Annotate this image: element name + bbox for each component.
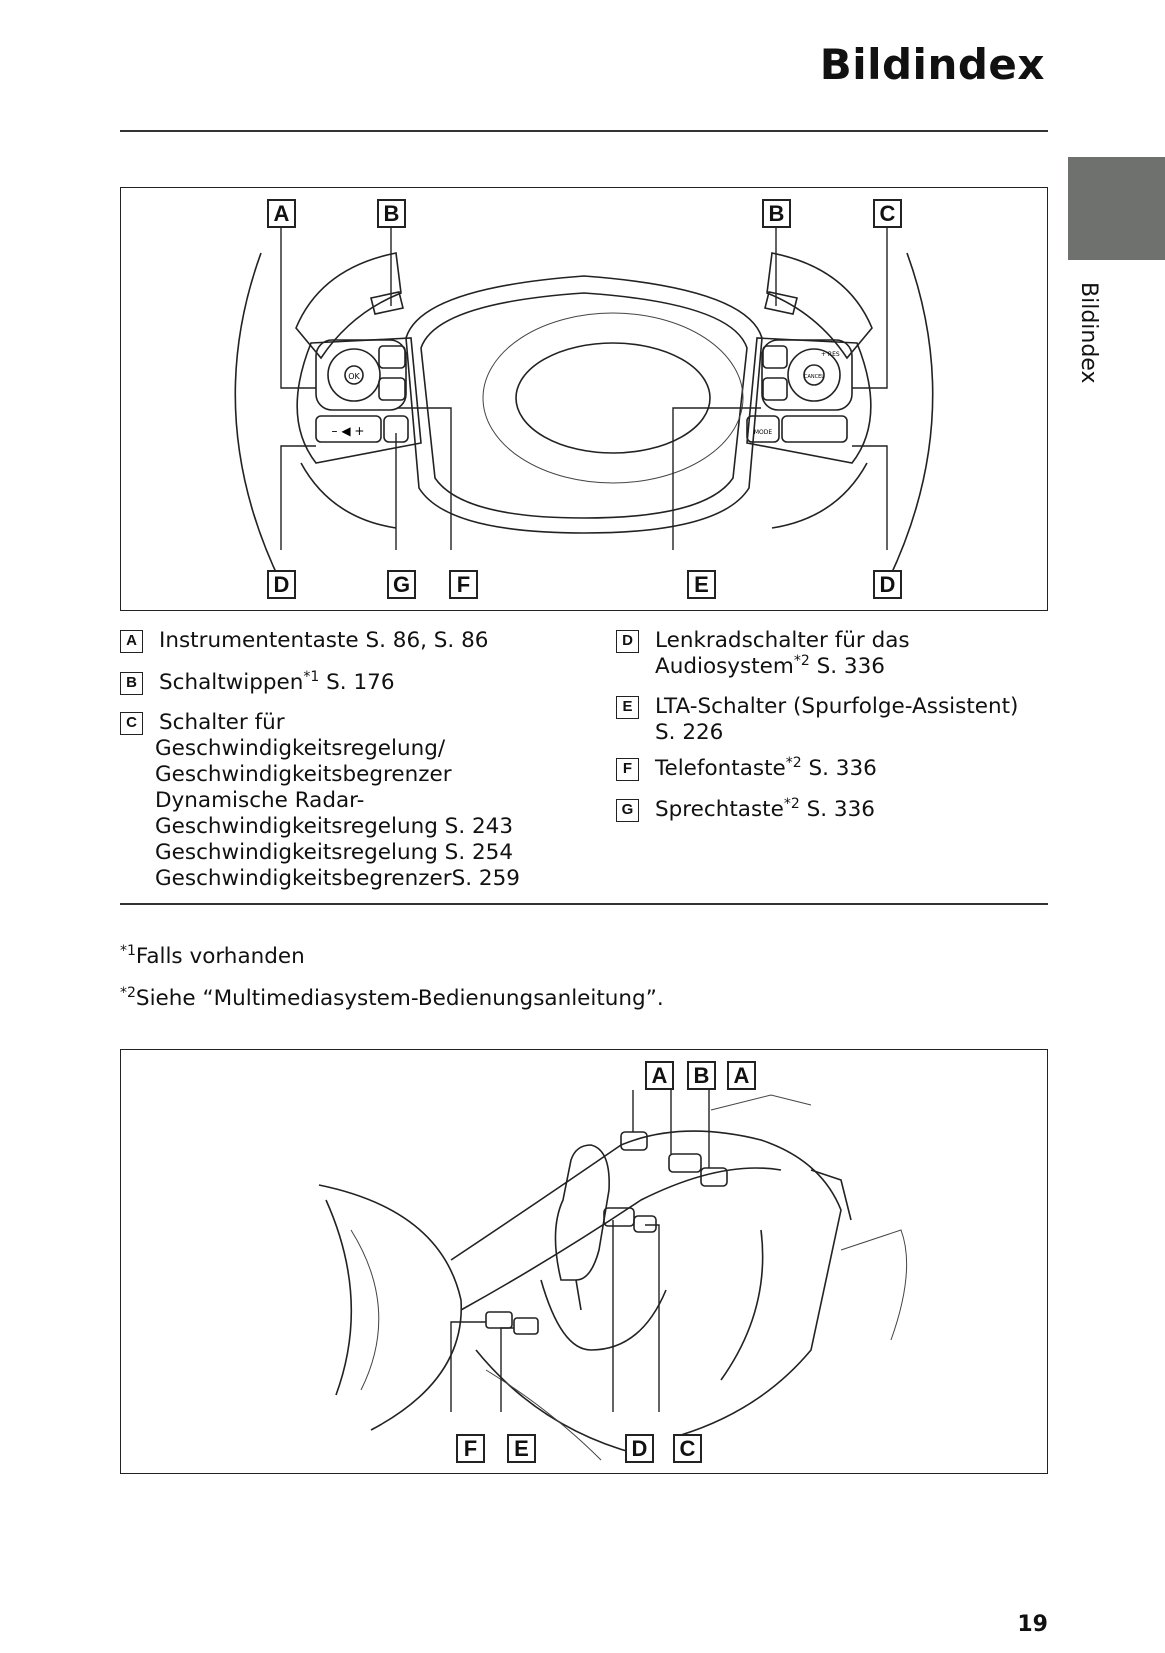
callout-b: B — [377, 199, 406, 228]
callout-f: F — [449, 570, 478, 599]
callout-a: A — [727, 1061, 756, 1090]
cancel-button-label: CANCEL — [804, 374, 824, 380]
chapter-tab-label: Bildindex — [1076, 282, 1101, 384]
page-number: 19 — [1017, 1612, 1048, 1637]
center-console-figure: A B A F E D C — [120, 1049, 1048, 1474]
ok-button-label: OK — [348, 372, 360, 381]
callout-a: A — [645, 1061, 674, 1090]
page-title: Bildindex — [819, 40, 1045, 89]
callout-e: E — [507, 1434, 536, 1463]
callout-a: A — [267, 199, 296, 228]
res-button-label: + RES — [821, 351, 840, 358]
callout-d: D — [873, 570, 902, 599]
callout-g: G — [387, 570, 416, 599]
callout-d: D — [267, 570, 296, 599]
legend-item-c: C Schalter für Geschwindigkeitsregelung/… — [120, 710, 520, 892]
callout-c: C — [673, 1434, 702, 1463]
callout-d: D — [625, 1434, 654, 1463]
legend-rule — [120, 903, 1048, 905]
chapter-tab — [1068, 157, 1165, 260]
title-rule — [120, 130, 1048, 132]
steering-wheel-drawing: OK – ◀ + CANCEL + RES MODE — [234, 228, 934, 584]
callout-b: B — [762, 199, 791, 228]
center-console-drawing — [318, 1090, 908, 1461]
mode-button-label: MODE — [754, 429, 773, 436]
steering-wheel-figure: OK – ◀ + CANCEL + RES MODE A B B C D G F… — [120, 187, 1048, 611]
callout-c: C — [873, 199, 902, 228]
callout-e: E — [687, 570, 716, 599]
callout-b: B — [687, 1061, 716, 1090]
volume-switch-label: – ◀ + — [332, 424, 365, 438]
footnote-1: *1Falls vorhanden — [120, 942, 305, 969]
callout-f: F — [456, 1434, 485, 1463]
footnote-2: *2Siehe “Multimediasystem-Bedienungsanle… — [120, 984, 664, 1011]
